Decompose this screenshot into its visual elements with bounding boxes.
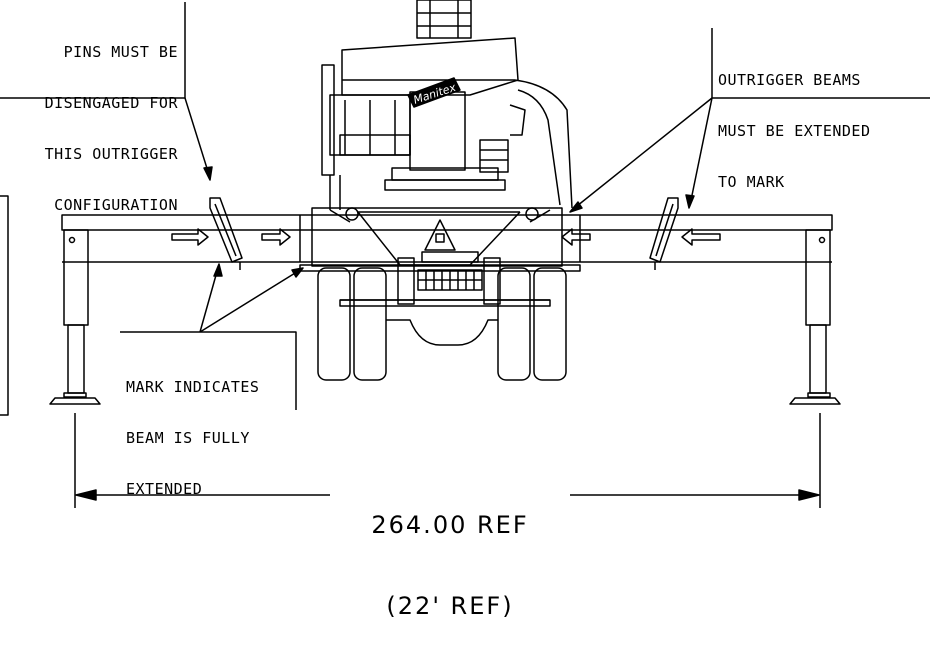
pins-note-line-1: PINS MUST BE (63, 43, 178, 61)
left-frame-line (0, 195, 9, 416)
mark-note-line-1: MARK INDICATES (126, 378, 260, 396)
mark-note-line-2: BEAM IS FULLY (126, 429, 250, 447)
right-leg (789, 229, 841, 405)
chassis-body (299, 207, 581, 272)
pins-note-line-2: DISENGAGED FOR (44, 94, 178, 112)
beams-note-line-3: TO MARK (718, 173, 785, 191)
beams-note-line-1: OUTRIGGER BEAMS (718, 71, 861, 89)
dimension-label: 264.00 REF (22' REF) (330, 458, 570, 647)
left-pin-bracket (209, 197, 243, 270)
mark-note-line-3: EXTENDED (126, 480, 203, 498)
beams-note: OUTRIGGER BEAMS MUST BE EXTENDED TO MARK (718, 38, 871, 208)
dimension-secondary: (22' REF) (386, 592, 514, 620)
mark-note: MARK INDICATES BEAM IS FULLY EXTENDED (126, 345, 259, 515)
pins-note: PINS MUST BE DISENGAGED FOR THIS OUTRIGG… (45, 10, 178, 231)
outrigger-diagram: Manitex (0, 0, 930, 508)
right-pin-bracket (649, 197, 679, 270)
pins-note-line-3: THIS OUTRIGGER (44, 145, 178, 163)
leader-lines (184, 97, 713, 333)
mark-note-frame (120, 331, 297, 410)
pins-note-line-4: CONFIGURATION (54, 196, 178, 214)
left-leg (49, 229, 101, 405)
manitex-logo: Manitex (407, 77, 461, 108)
beams-note-line-2: MUST BE EXTENDED (718, 122, 871, 140)
valve-bank (339, 251, 551, 307)
wheels (317, 267, 567, 381)
beam-arrows (171, 228, 721, 246)
crane-turret (321, 0, 573, 210)
dimension-line (74, 413, 821, 508)
